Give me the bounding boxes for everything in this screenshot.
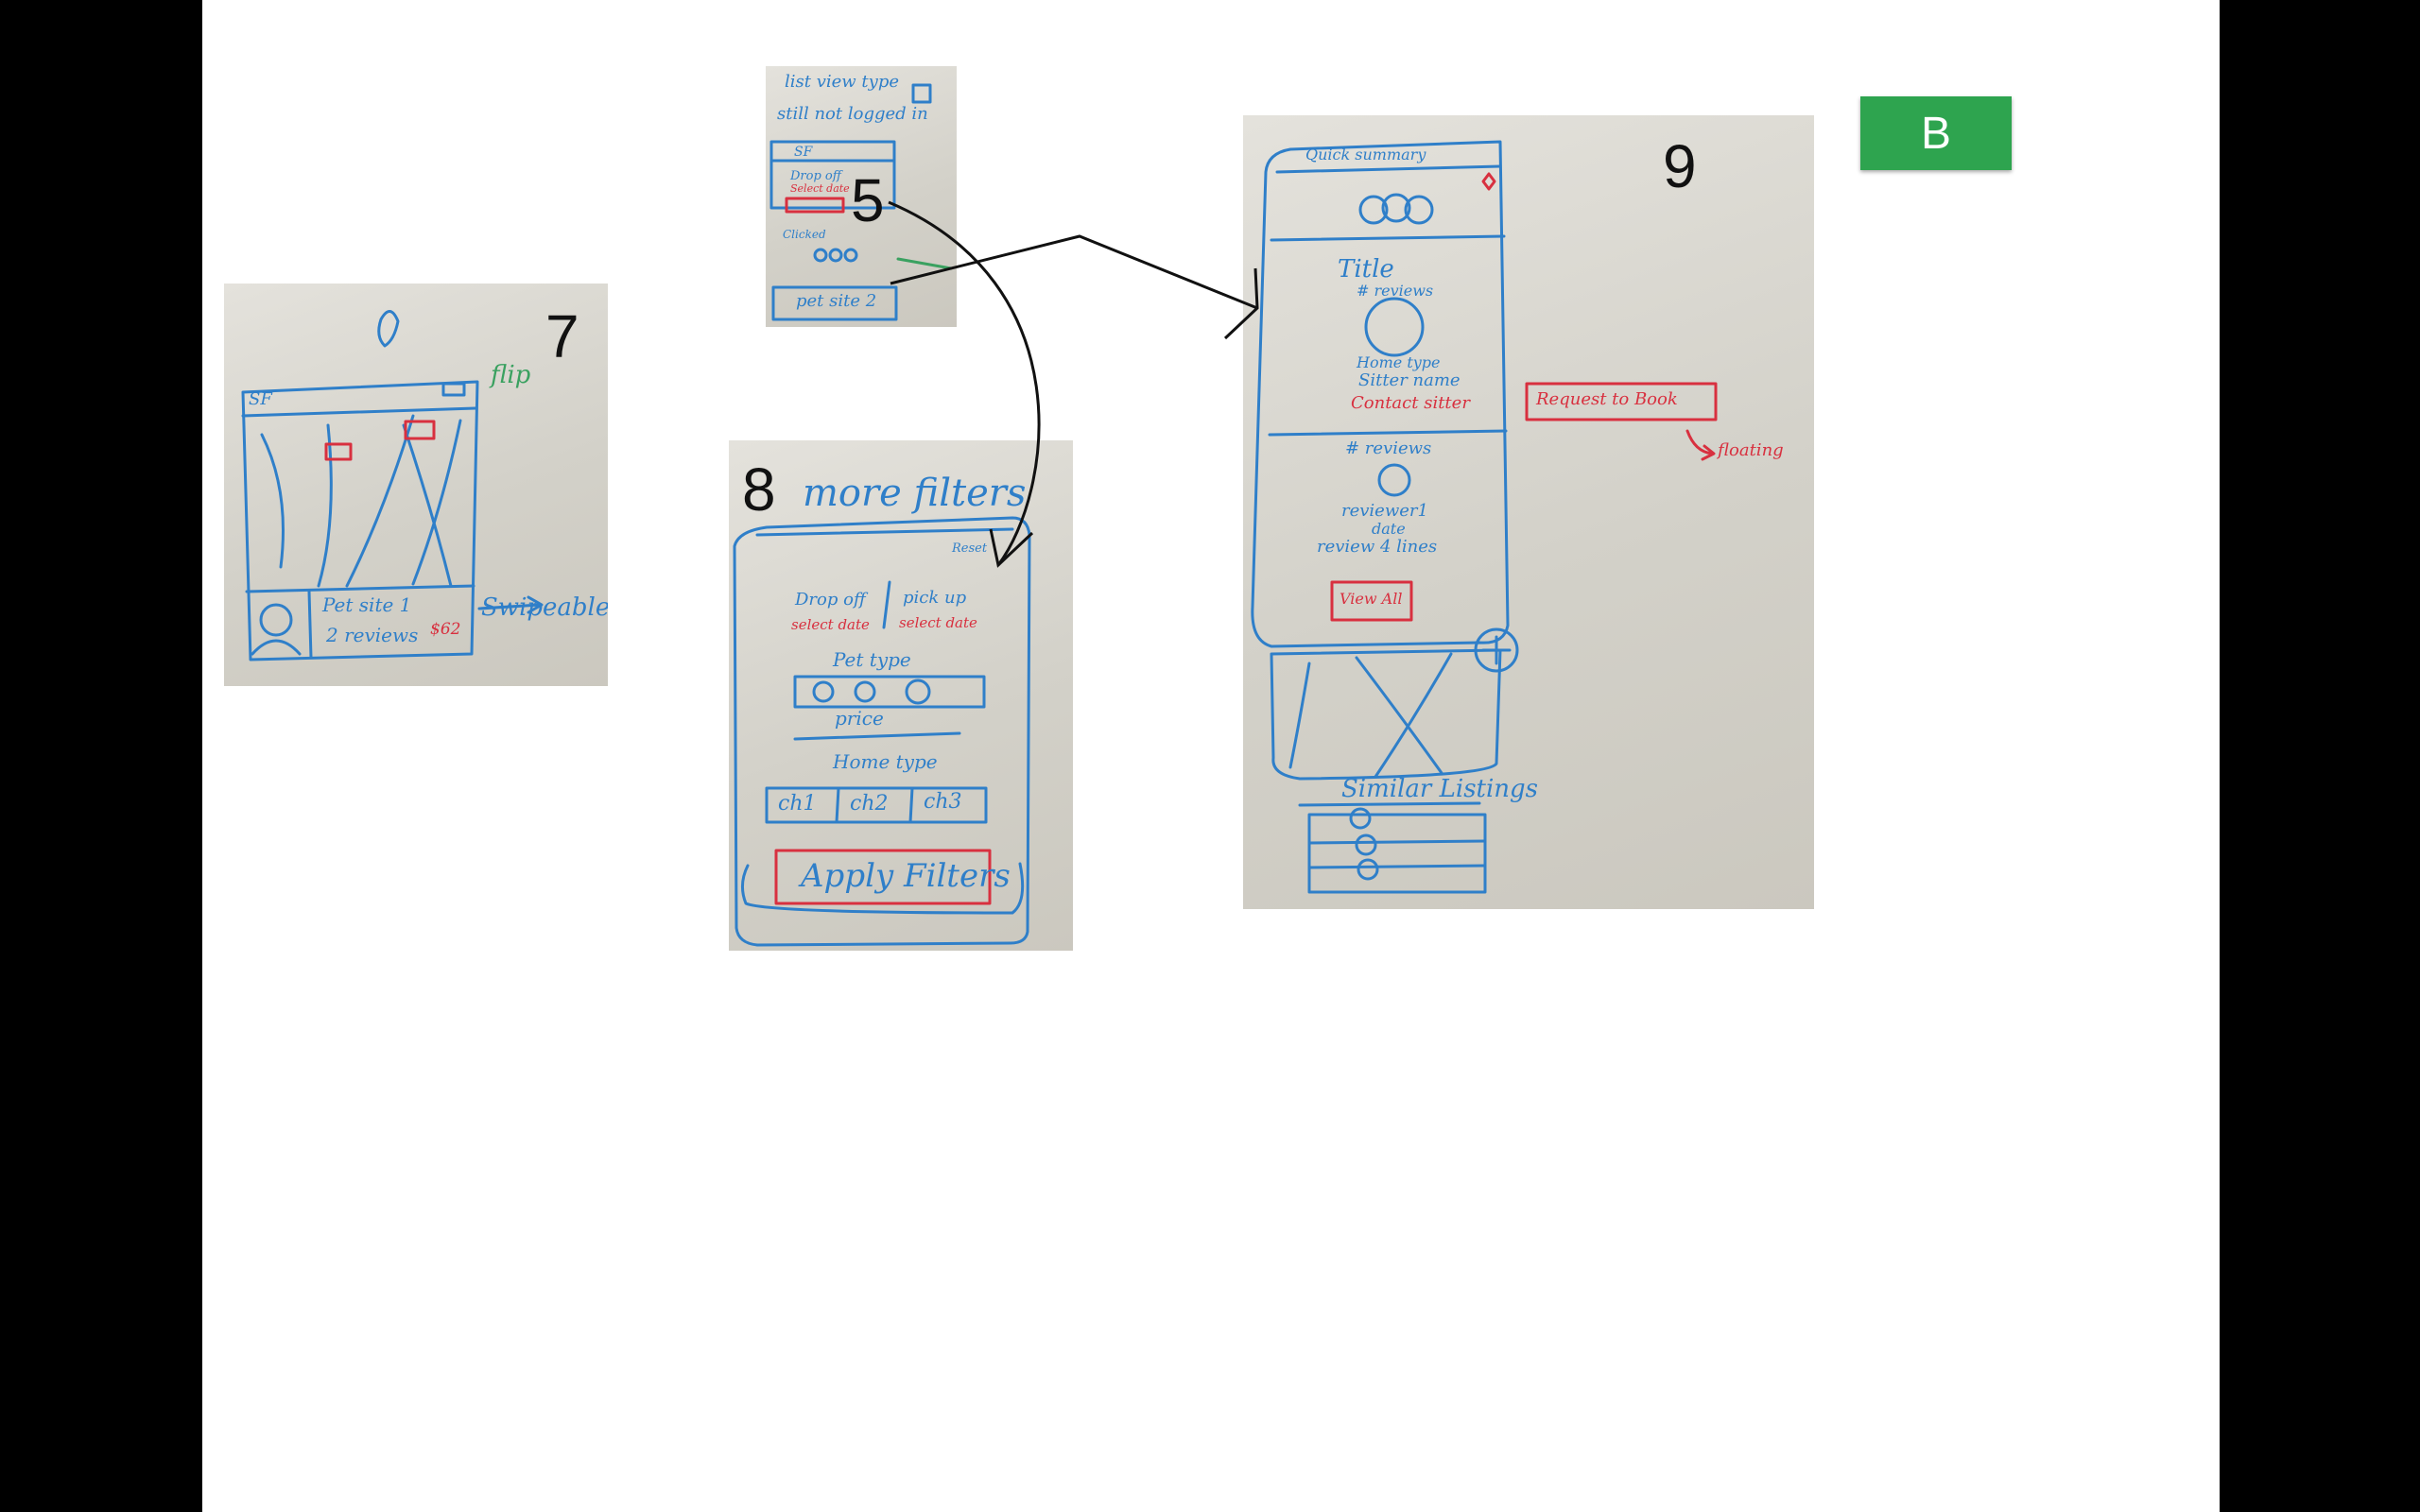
screen-5-note-clicked: Clicked [783, 228, 826, 241]
sketch-photo-screen-9: Quick summary Title # reviews Home type … [1243, 115, 1814, 909]
sketch-photo-screen-7: SF Pet site 1 2 reviews $62 Swipeable fl… [224, 284, 608, 686]
screen-8-note-drop-off: Drop off [795, 590, 866, 610]
section-badge: B [1860, 96, 2012, 170]
sketch-drawing-screen-8 [733, 516, 1031, 947]
screen-8-note-more-filters: more filters [803, 472, 1027, 515]
screen-8-note-pet-type: Pet type [833, 648, 911, 671]
screen-9-note-contact-sitter: Contact sitter [1351, 393, 1470, 413]
screen-9-note-view-all: View All [1340, 590, 1403, 608]
section-badge-label: B [1920, 108, 1951, 159]
screen-8-note-select-date-2: select date [899, 614, 977, 631]
screen-9-note-review-lines: review 4 lines [1317, 537, 1438, 557]
screen-9-number: 9 [1663, 132, 1697, 200]
screen-9-note-floating: floating [1718, 440, 1784, 460]
screen-8-note-reset: Reset [952, 541, 988, 556]
screen-9-note-reviews-1: # reviews [1357, 282, 1434, 300]
screen-7-note-reviews: 2 reviews [326, 624, 419, 646]
flow-arrows [888, 200, 1259, 568]
sketch-drawing-screen-7 [241, 310, 544, 662]
screen-5-note-drop-off: Drop off [790, 169, 841, 183]
screen-8-note-price: price [835, 707, 884, 730]
screen-7-note-pet-site: Pet site 1 [322, 593, 412, 616]
screen-7-note-price: $62 [430, 620, 461, 639]
screen-8-number: 8 [742, 455, 776, 524]
sketch-photo-screen-8: more filters Reset Drop off pick up sele… [729, 440, 1073, 951]
screen-9-note-request-to-book: Request to Book [1536, 389, 1678, 409]
slide-canvas: list view type still not logged in SF Dr… [202, 0, 2220, 1512]
screen-5-number: 5 [851, 166, 885, 234]
screen-8-note-home-type: Home type [833, 750, 938, 773]
screen-5-note-location: SF [794, 145, 813, 160]
screen-8-note-ch1: ch1 [778, 792, 817, 816]
screen-9-note-reviews-2: # reviews [1345, 438, 1432, 458]
screen-9-note-sitter-name: Sitter name [1358, 370, 1461, 390]
screen-7-note-location: SF [249, 389, 272, 409]
screen-9-note-title: Title [1338, 255, 1394, 284]
screen-5-note-list-view: list view type [785, 72, 899, 92]
screen-9-note-reviewer: reviewer1 [1341, 501, 1428, 521]
screen-5-note-pet-site: pet site 2 [796, 291, 877, 311]
screen-7-number: 7 [545, 302, 579, 370]
screen-9-note-home-type: Home type [1357, 353, 1441, 371]
screen-7-note-swipeable: Swipeable [481, 593, 608, 622]
screen-7-note-flip: flip [491, 361, 531, 389]
screen-8-note-apply-filters: Apply Filters [801, 857, 1011, 895]
sketch-drawing-screen-9 [1251, 140, 1718, 894]
screen-5-note-logged-in: still not logged in [777, 104, 928, 124]
screen-8-note-select-date-1: select date [791, 616, 870, 633]
screen-9-note-quick-summary: Quick summary [1305, 146, 1426, 163]
screen-8-note-ch2: ch2 [850, 792, 889, 816]
screen-5-note-select-date: Select date [790, 182, 850, 195]
screen-8-note-ch3: ch3 [924, 790, 962, 814]
screen-9-note-similar-listings: Similar Listings [1341, 775, 1539, 803]
sketch-photo-screen-5: list view type still not logged in SF Dr… [766, 66, 957, 327]
screen-9-note-date: date [1372, 520, 1406, 538]
screen-8-note-pick-up: pick up [903, 588, 967, 608]
